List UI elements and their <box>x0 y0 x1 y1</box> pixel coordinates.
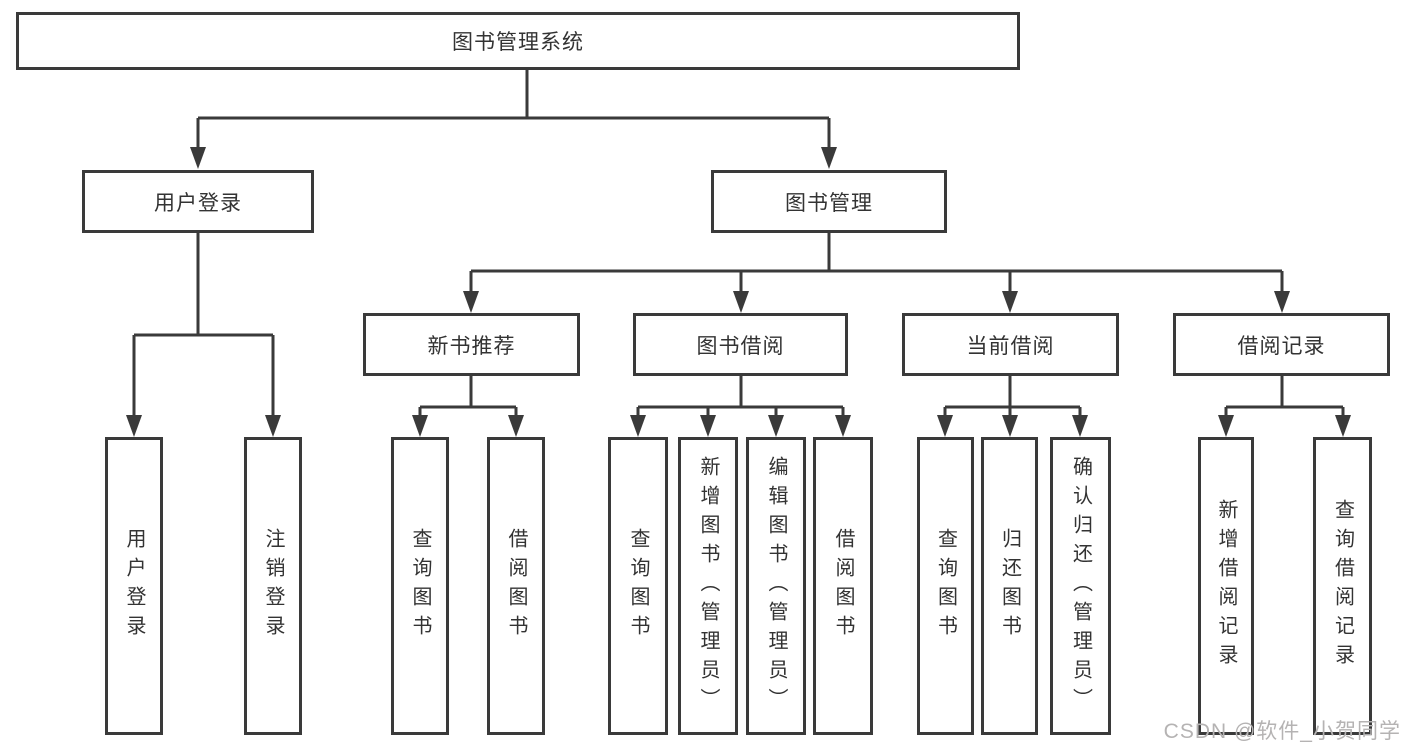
node-leaf-query-books-current: 查询图书 <box>917 437 974 735</box>
node-label: 归还图书 <box>998 528 1021 644</box>
node-label: 查询图书 <box>409 528 431 644</box>
node-leaf-borrow-books-recommend: 借阅图书 <box>487 437 545 735</box>
node-label: 新增图书（管理员） <box>697 455 719 717</box>
node-label: 图书管理 <box>785 191 873 215</box>
node-label: 借阅图书 <box>505 528 527 644</box>
node-label: 注销登录 <box>262 528 284 644</box>
node-current-borrowing: 当前借阅 <box>902 313 1119 376</box>
node-leaf-return-books: 归还图书 <box>981 437 1038 735</box>
watermark-text: CSDN @软件_小贺同学 <box>1163 720 1401 743</box>
node-label: 新书推荐 <box>427 334 516 358</box>
node-label: 借阅记录 <box>1237 334 1326 358</box>
node-label: 查询图书 <box>934 528 957 644</box>
node-book-borrowing: 图书借阅 <box>633 313 848 376</box>
node-library-management-system: 图书管理系统 <box>16 12 1020 70</box>
node-label: 用户登录 <box>154 191 242 215</box>
node-label: 图书借阅 <box>696 334 785 358</box>
node-leaf-logout: 注销登录 <box>244 437 302 735</box>
node-label: 当前借阅 <box>966 334 1055 358</box>
node-label: 新增借阅记录 <box>1215 499 1237 673</box>
node-label: 确认归还（管理员） <box>1069 455 1092 717</box>
node-leaf-edit-book-admin: 编辑图书（管理员） <box>746 437 806 735</box>
node-label: 编辑图书（管理员） <box>765 455 787 717</box>
node-new-book-recommendation: 新书推荐 <box>363 313 580 376</box>
node-leaf-user-login: 用户登录 <box>105 437 163 735</box>
node-label: 用户登录 <box>123 528 145 644</box>
node-user-login: 用户登录 <box>82 170 314 233</box>
node-book-management: 图书管理 <box>711 170 947 233</box>
node-label: 查询图书 <box>627 528 649 644</box>
node-leaf-borrow-books-borrowing: 借阅图书 <box>813 437 873 735</box>
node-leaf-add-borrow-record: 新增借阅记录 <box>1198 437 1254 735</box>
node-label: 查询借阅记录 <box>1331 499 1354 673</box>
node-leaf-confirm-return-admin: 确认归还（管理员） <box>1050 437 1111 735</box>
arrowheads <box>126 147 1351 437</box>
node-leaf-query-books-borrowing: 查询图书 <box>608 437 668 735</box>
node-borrowing-records: 借阅记录 <box>1173 313 1390 376</box>
node-label: 借阅图书 <box>832 528 854 644</box>
node-leaf-query-books-recommend: 查询图书 <box>391 437 449 735</box>
node-label: 图书管理系统 <box>452 31 584 54</box>
node-leaf-query-borrow-record: 查询借阅记录 <box>1313 437 1372 735</box>
node-leaf-add-book-admin: 新增图书（管理员） <box>678 437 738 735</box>
